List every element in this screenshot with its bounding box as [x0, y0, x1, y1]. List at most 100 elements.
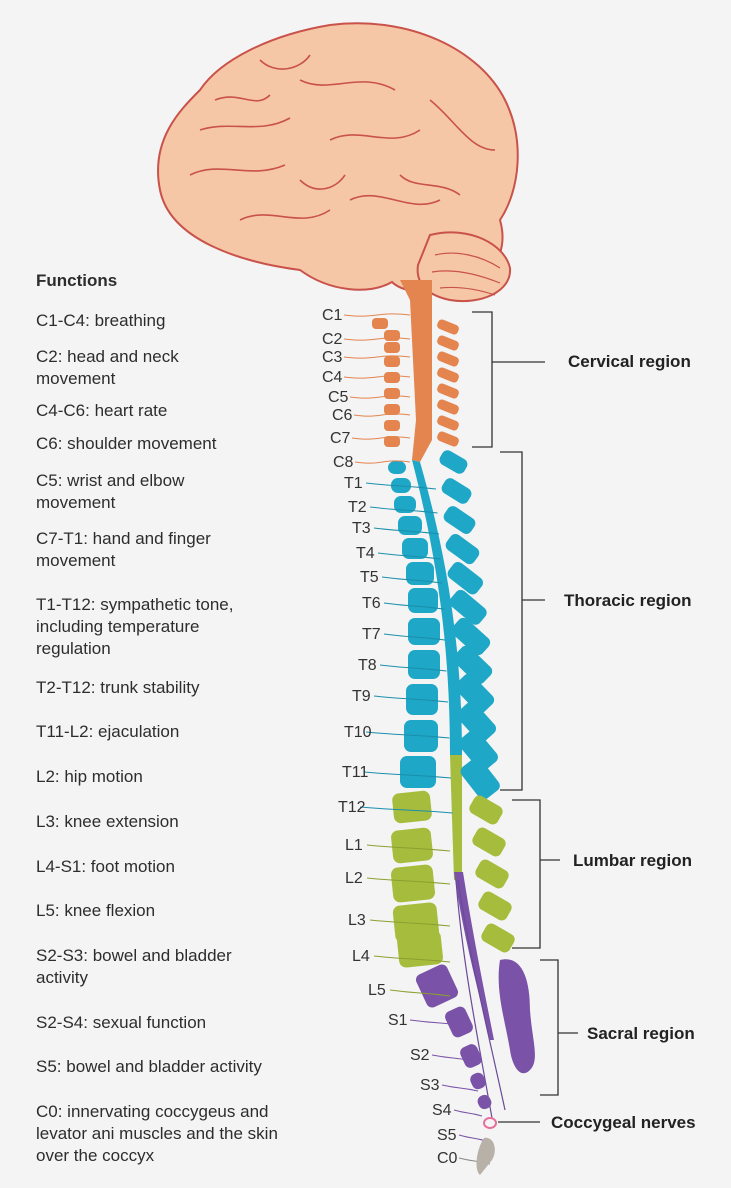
thoracic-process — [447, 561, 483, 595]
sacral-vertebra — [415, 964, 459, 1008]
segment-label: S4 — [432, 1102, 452, 1119]
thoracic-vertebra — [406, 562, 434, 585]
sacral-vertebra — [470, 1072, 486, 1090]
segment-label: C4 — [322, 369, 343, 386]
thoracic-process — [458, 729, 498, 771]
thoracic-process — [441, 478, 472, 504]
segment-label: T11 — [342, 764, 368, 781]
brain-gyri — [189, 54, 496, 221]
cerebellum-folds — [431, 252, 501, 296]
cervical-vertebra — [372, 318, 388, 329]
segment-label: C0 — [437, 1150, 458, 1167]
function-item: L2: hip motion — [36, 767, 143, 786]
thoracic-bracket — [500, 451, 545, 791]
function-item: C5: wrist and elbow movement — [36, 471, 185, 512]
nerve-root — [431, 1054, 475, 1062]
segment-label: T12 — [338, 799, 366, 816]
nerve-root — [369, 506, 438, 514]
segment-label: L1 — [345, 837, 363, 854]
function-item: T11-L2: ejaculation — [36, 722, 180, 741]
thoracic-vertebra — [402, 538, 428, 559]
nerve-roots — [343, 313, 491, 1165]
function-item: L3: knee extension — [36, 812, 179, 831]
thoracic-vertebra — [408, 650, 440, 679]
function-item: C2: head and neck movement — [36, 347, 179, 388]
nerve-root — [373, 955, 451, 963]
cervical-process — [437, 351, 459, 367]
cervical-process — [437, 335, 459, 351]
lumbar-region-label: Lumbar region — [573, 851, 693, 870]
nerve-root — [343, 375, 411, 379]
nerve-root — [409, 1019, 471, 1027]
segment-label: C6 — [332, 407, 353, 424]
cervical-vertebra — [384, 330, 400, 341]
lumbar-process — [469, 795, 503, 825]
segment-label: T8 — [358, 657, 377, 674]
nerve-root — [366, 844, 451, 852]
segment-label: C7 — [330, 430, 351, 447]
nerve-root — [354, 460, 411, 464]
nerve-root — [389, 989, 451, 997]
thoracic-process — [456, 701, 497, 742]
cervical-process — [437, 415, 459, 431]
coccygeal-nerve-node — [483, 1117, 497, 1129]
cervical-vertebra — [384, 356, 400, 367]
thoracic-vertebra — [408, 588, 438, 613]
spinal-cord — [400, 280, 506, 1119]
cervical-vertebra — [384, 342, 400, 353]
function-item: C0: innervating coccygeus and levator an… — [36, 1102, 278, 1165]
segment-label: T1 — [344, 475, 363, 492]
nerve-root — [353, 413, 411, 417]
cervical-vertebra — [384, 372, 400, 383]
segment-label: C1 — [322, 307, 343, 324]
cervical-process — [437, 431, 459, 447]
segment-label: C8 — [333, 454, 354, 471]
sacral-vertebra — [460, 1044, 482, 1068]
nerve-root — [365, 731, 450, 739]
function-item: C4-C6: heart rate — [36, 401, 168, 420]
functions-title: Functions — [36, 271, 118, 290]
vertebrae — [372, 318, 515, 1110]
lumbar-vertebra — [390, 864, 436, 903]
cervical-process — [437, 383, 459, 399]
nerve-root — [458, 1134, 487, 1142]
segment-label: T3 — [352, 520, 371, 537]
thoracic-process — [443, 506, 476, 534]
segment-label: S5 — [437, 1127, 457, 1144]
function-item: S5: bowel and bladder activity — [36, 1057, 262, 1076]
nerve-root — [343, 313, 411, 317]
segment-label: T9 — [352, 688, 371, 705]
thoracic-process — [455, 673, 495, 714]
nerve-root — [366, 877, 451, 885]
segment-label: L4 — [352, 948, 370, 965]
nerve-root — [359, 806, 453, 814]
cauda-equina — [457, 879, 506, 1111]
thoracic-process — [449, 589, 487, 625]
nerve-root — [351, 436, 411, 440]
nerve-root — [377, 552, 441, 560]
lumbar-vertebra — [392, 790, 432, 824]
segment-label: T7 — [362, 626, 381, 643]
region-brackets — [472, 311, 578, 1123]
segment-label: S2 — [410, 1047, 430, 1064]
nerve-root — [373, 527, 440, 535]
nerve-root — [365, 482, 437, 490]
thoracic-process — [439, 450, 468, 474]
lumbar-process — [478, 891, 512, 921]
segment-label: L2 — [345, 870, 363, 887]
thoracic-process — [453, 645, 493, 685]
cervical-vertebra — [384, 420, 400, 431]
function-item: S2-S4: sexual function — [36, 1013, 207, 1032]
nerve-root — [343, 355, 411, 359]
segment-label: T10 — [344, 724, 372, 741]
nerve-root — [349, 395, 411, 399]
function-item: T2-T12: trunk stability — [36, 678, 200, 697]
lumbar-process — [475, 859, 509, 889]
cervical-vertebra — [384, 388, 400, 399]
sacral-vertebra — [477, 1094, 492, 1110]
sacral-vertebra — [445, 1006, 473, 1038]
lumbar-vertebra — [397, 930, 443, 968]
cervical-region-label: Cervical region — [568, 352, 691, 371]
thoracic-vertebra — [394, 496, 416, 513]
